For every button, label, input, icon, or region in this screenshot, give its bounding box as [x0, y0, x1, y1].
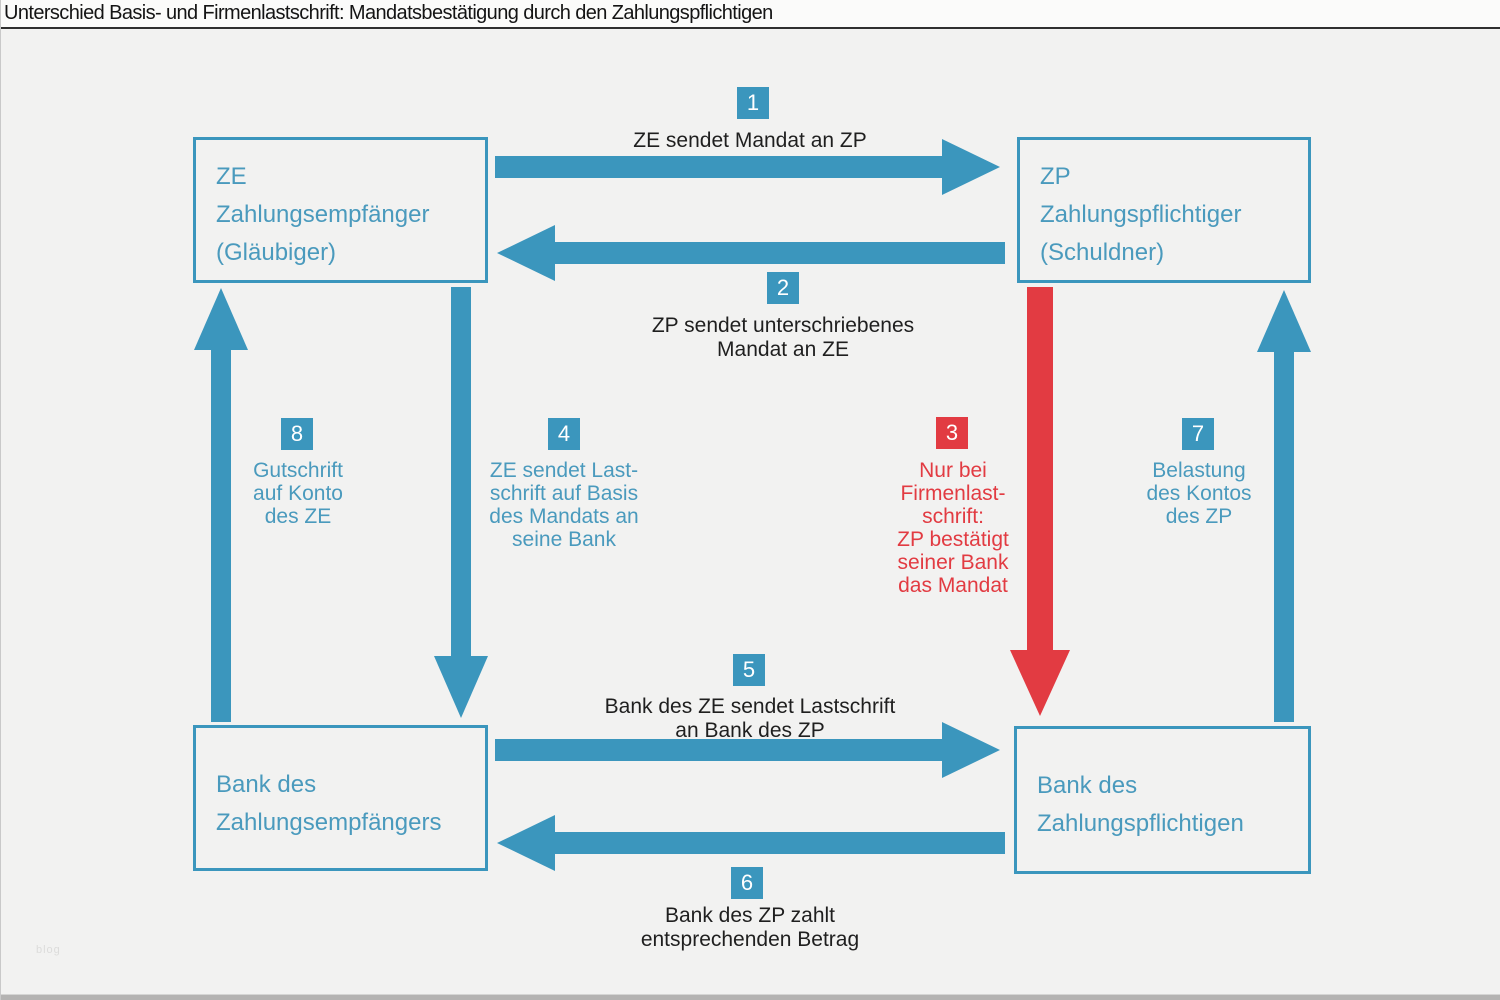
label-line: des Kontos — [1146, 482, 1252, 505]
arrow-2-shaft — [552, 242, 1005, 264]
step-2-label: ZP sendet unterschriebenes Mandat an ZE — [583, 314, 983, 362]
box-bank-des-zp: Bank des Zahlungspflichtigen — [1014, 726, 1311, 874]
step-8-label: Gutschrift auf Konto des ZE — [218, 459, 378, 528]
label-line: seine Bank — [512, 528, 616, 551]
box-line: (Gläubiger) — [216, 239, 337, 266]
arrow-2-left-head-icon — [497, 225, 555, 281]
box-line: ZP — [1040, 163, 1071, 190]
arrow-3-red-shaft — [1027, 287, 1053, 652]
step-4-badge: 4 — [548, 418, 580, 450]
watermark-text: blog — [36, 944, 61, 956]
label-line: des ZE — [264, 505, 332, 528]
arrow-4-down-head-icon — [434, 656, 488, 718]
bottom-window-edge — [0, 994, 1500, 1000]
arrow-5-shaft — [495, 739, 947, 761]
box-line: Bank des — [1037, 772, 1138, 799]
arrow-1-right-head-icon — [942, 139, 1000, 195]
label-line: entsprechenden Betrag — [640, 928, 860, 951]
box-ze-zahlungsempfaenger: ZE Zahlungsempfänger (Gläubiger) — [193, 137, 488, 283]
step-5-badge: 5 — [733, 654, 765, 686]
arrow-6-shaft — [552, 832, 1005, 854]
arrow-1-shaft — [495, 156, 947, 178]
page-title: Unterschied Basis- und Firmenlastschrift… — [4, 2, 773, 24]
box-line: Bank des — [216, 771, 317, 798]
label-line: schrift auf Basis — [489, 482, 639, 505]
step-1-badge: 1 — [737, 87, 769, 119]
label-line: Belastung — [1152, 459, 1246, 482]
label-line: ZP bestätigt — [897, 528, 1009, 551]
step-4-label: ZE sendet Last- schrift auf Basis des Ma… — [474, 459, 654, 551]
label-line: das Mandat — [898, 574, 1008, 597]
box-bank-des-ze: Bank des Zahlungsempfängers — [193, 725, 488, 871]
arrow-3-red-down-head-icon — [1010, 650, 1070, 716]
step-5-label: Bank des ZE sendet Lastschrift an Bank d… — [550, 695, 950, 743]
step-6-badge: 6 — [731, 867, 763, 899]
box-line: Zahlungsempfänger — [216, 201, 430, 228]
arrow-8-shaft — [211, 348, 231, 722]
step-8-badge: 8 — [281, 418, 313, 450]
label-line: auf Konto — [253, 482, 343, 505]
step-3-label: Nur bei Firmenlast- schrift: ZP bestätig… — [868, 459, 1038, 597]
label-line: seiner Bank — [897, 551, 1009, 574]
arrow-7-up-head-icon — [1257, 290, 1311, 352]
box-line: (Schuldner) — [1040, 239, 1165, 266]
label-line: ZE sendet Mandat an ZP — [633, 129, 867, 152]
title-bar: Unterschied Basis- und Firmenlastschrift… — [0, 0, 1500, 29]
arrow-8-up-head-icon — [194, 288, 248, 350]
label-line: an Bank des ZP — [675, 719, 825, 742]
label-line: Mandat an ZE — [717, 338, 849, 361]
step-7-badge: 7 — [1182, 418, 1214, 450]
step-2-badge: 2 — [767, 272, 799, 304]
arrow-7-shaft — [1274, 352, 1294, 722]
label-line: des Mandats an — [489, 505, 639, 528]
arrow-5-right-head-icon — [942, 722, 1000, 778]
label-line: ZP sendet unterschriebenes — [651, 314, 915, 337]
box-line: ZE — [216, 163, 247, 190]
arrow-6-left-head-icon — [497, 815, 555, 871]
label-line: Gutschrift — [253, 459, 343, 482]
box-line: Zahlungspflichtigen — [1037, 810, 1244, 837]
box-line: Zahlungspflichtiger — [1040, 201, 1242, 228]
label-line: Bank des ZE sendet Lastschrift — [604, 695, 896, 718]
step-1-label: ZE sendet Mandat an ZP — [540, 129, 960, 153]
label-line: schrift: — [922, 505, 984, 528]
box-line: Zahlungsempfängers — [216, 809, 442, 836]
step-7-label: Belastung des Kontos des ZP — [1114, 459, 1284, 528]
step-6-label: Bank des ZP zahlt entsprechenden Betrag — [550, 904, 950, 952]
label-line: des ZP — [1165, 505, 1233, 528]
arrow-4-shaft — [451, 287, 471, 658]
step-3-badge: 3 — [936, 417, 968, 449]
label-line: ZE sendet Last- — [489, 459, 639, 482]
box-zp-zahlungspflichtiger: ZP Zahlungspflichtiger (Schuldner) — [1017, 137, 1311, 283]
label-line: Nur bei — [919, 459, 987, 482]
label-line: Bank des ZP zahlt — [664, 904, 836, 927]
label-line: Firmenlast- — [900, 482, 1006, 505]
